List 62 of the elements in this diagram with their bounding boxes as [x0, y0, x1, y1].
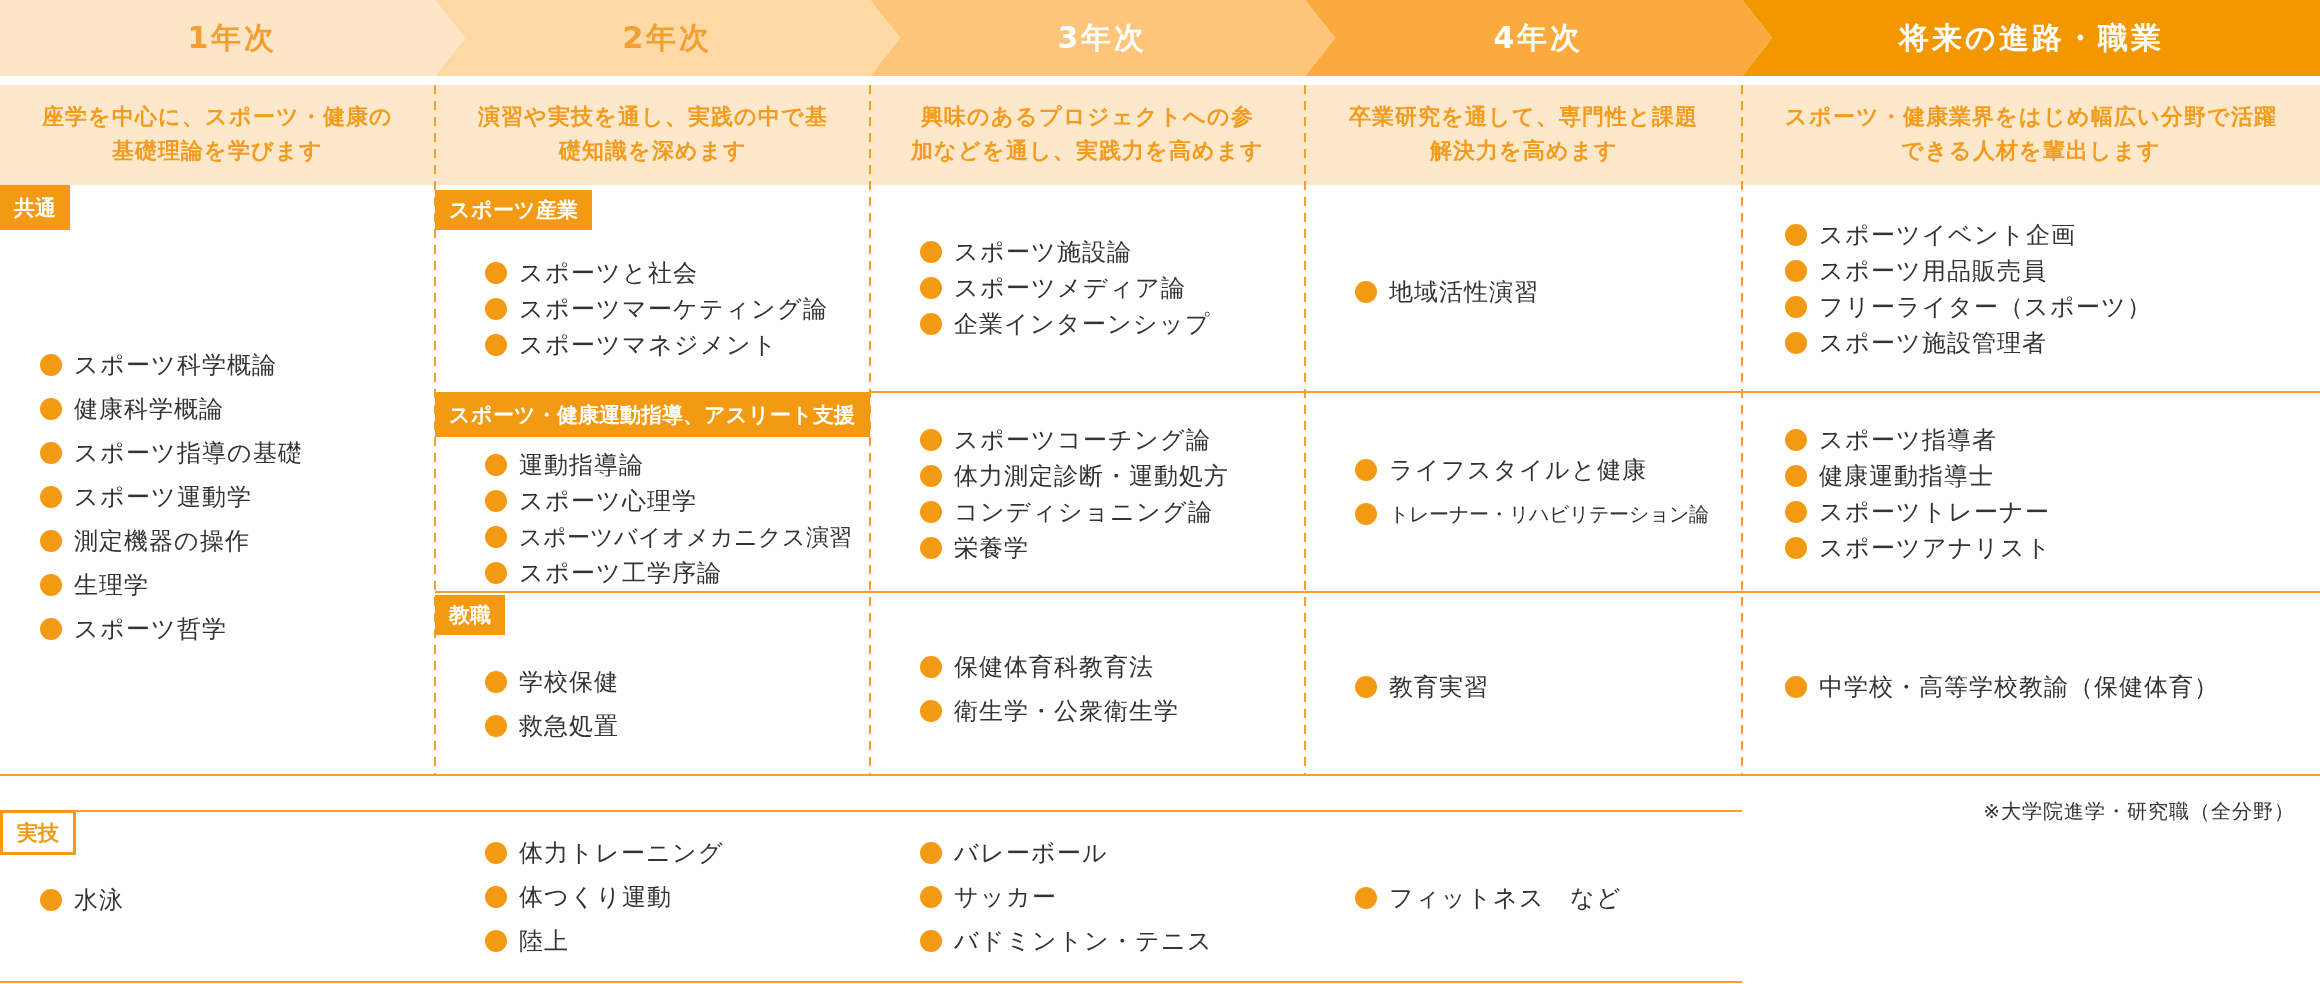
list-item: スポーツバイオメカニクス演習	[485, 522, 852, 552]
list-item: 教育実習	[1355, 672, 1489, 702]
list-item: バレーボール	[920, 838, 1108, 868]
list-item: スポーツ施設論	[920, 237, 1132, 267]
list-item: トレーナー・リハビリテーション論	[1355, 499, 1709, 529]
list-item: 測定機器の操作	[40, 526, 250, 556]
category-tag: スポーツ産業	[435, 190, 592, 230]
list-item: 企業インターンシップ	[920, 309, 1211, 339]
list-item: スポーツ心理学	[485, 486, 697, 516]
list-item: 水泳	[40, 885, 124, 915]
list-item: 学校保健	[485, 667, 619, 697]
chevron-step: 将来の進路・職業	[1742, 0, 2320, 76]
list-item: 体つくり運動	[485, 882, 672, 912]
column-description: 演習や実技を通し、実践の中で基礎知識を深めます	[476, 103, 829, 165]
list-item: スポーツ施設管理者	[1785, 328, 2047, 358]
list-item: ライフスタイルと健康	[1355, 455, 1647, 485]
column-description: 興味のあるプロジェクトへの参加などを通し、実践力を高めます	[909, 103, 1265, 165]
list-item: スポーツ用品販売員	[1785, 256, 2047, 286]
chevron-step: 3年次	[870, 0, 1335, 76]
list-item: 生理学	[40, 570, 149, 600]
list-item: スポーツマネジメント	[485, 330, 778, 360]
list-item: フリーライター（スポーツ）	[1785, 292, 2152, 322]
column-description: 座学を中心に、スポーツ・健康の基礎理論を学びます	[41, 103, 394, 165]
column-description: スポーツ・健康業界をはじめ幅広い分野で活躍できる人材を輩出します	[1784, 103, 2278, 165]
footnote: ※大学院進学・研究職（全分野）	[1983, 798, 2295, 825]
category-tag: 実技	[0, 810, 76, 855]
list-item: 体力測定診断・運動処方	[920, 461, 1229, 491]
chevron-step: 4年次	[1305, 0, 1772, 76]
list-item: スポーツアナリスト	[1785, 533, 2052, 563]
list-item: 保健体育科教育法	[920, 652, 1154, 682]
list-item: サッカー	[920, 882, 1057, 912]
column-description: 卒業研究を通して、専門性と課題解決力を高めます	[1348, 103, 1699, 165]
list-item: スポーツと社会	[485, 258, 698, 288]
chevron-step: 1年次	[0, 0, 465, 76]
list-item: スポーツイベント企画	[1785, 220, 2076, 250]
list-item: バドミントン・テニス	[920, 926, 1213, 956]
chevron-step: 2年次	[435, 0, 900, 76]
list-item: スポーツコーチング論	[920, 425, 1211, 455]
list-item: 救急処置	[485, 711, 619, 741]
list-item: スポーツメディア論	[920, 273, 1186, 303]
list-item: 運動指導論	[485, 450, 644, 480]
list-item: スポーツマーケティング論	[485, 294, 828, 324]
category-tag: 教職	[435, 595, 505, 635]
list-item: スポーツトレーナー	[1785, 497, 2050, 527]
list-item: スポーツ指導の基礎	[40, 438, 303, 468]
list-item: コンディショニング論	[920, 497, 1213, 527]
list-item: スポーツ工学序論	[485, 558, 722, 588]
category-tag: スポーツ・健康運動指導、アスリート支援	[435, 392, 870, 437]
list-item: 陸上	[485, 926, 569, 956]
list-item: 栄養学	[920, 533, 1029, 563]
list-item: 健康運動指導士	[1785, 461, 1994, 491]
list-item: 衛生学・公衆衛生学	[920, 696, 1179, 726]
list-item: スポーツ指導者	[1785, 425, 1997, 455]
category-tag: 共通	[0, 185, 70, 230]
list-item: 健康科学概論	[40, 394, 224, 424]
list-item: 体力トレーニング	[485, 838, 724, 868]
list-item: スポーツ運動学	[40, 482, 252, 512]
list-item: 中学校・高等学校教諭（保健体育）	[1785, 672, 2219, 702]
list-item: スポーツ哲学	[40, 614, 227, 644]
list-item: スポーツ科学概論	[40, 350, 277, 380]
list-item: フィットネス など	[1355, 883, 1622, 913]
list-item: 地域活性演習	[1355, 277, 1539, 307]
